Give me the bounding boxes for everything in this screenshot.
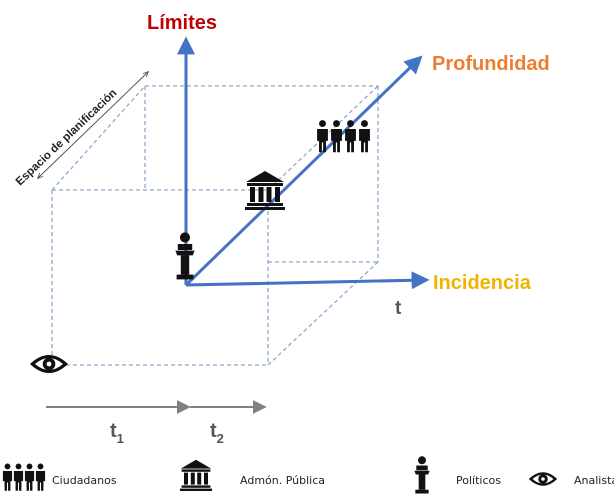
- legend-label-citizens: Ciudadanos: [52, 474, 117, 487]
- citizens-icon: [317, 120, 370, 153]
- legend-label-public-administration: Admón. Pública: [240, 474, 325, 487]
- legend-label-politicians: Políticos: [456, 474, 501, 487]
- citizens-icon: [2, 463, 46, 491]
- depth-axis-label: Profundidad: [432, 53, 550, 75]
- eye-icon: [528, 472, 558, 486]
- t2-label: t2: [210, 420, 224, 446]
- time-label: t: [395, 298, 402, 319]
- legend-label-analyst: Analista: [574, 474, 614, 487]
- politician-icon: [414, 456, 430, 494]
- eye-icon: [30, 355, 68, 373]
- limits-axis-label: Límites: [147, 12, 217, 34]
- public-administration-icon: [180, 459, 212, 491]
- incidence-axis: [185, 271, 430, 290]
- depth-axis: [184, 55, 423, 287]
- t1-label: t1: [110, 420, 124, 446]
- politician-icon: [175, 232, 195, 280]
- legend-item-analyst: Analista: [528, 472, 614, 487]
- legend: Ciudadanos Admón. Pública Políticos Anal…: [2, 456, 614, 494]
- legend-item-citizens: Ciudadanos: [2, 463, 117, 491]
- planning-space-arrow: [38, 72, 148, 178]
- legend-item-public-administration: Admón. Pública: [180, 459, 325, 491]
- incidence-axis-label: Incidencia: [433, 272, 532, 294]
- legend-item-politicians: Políticos: [414, 456, 501, 494]
- planning-cube: [51, 85, 379, 366]
